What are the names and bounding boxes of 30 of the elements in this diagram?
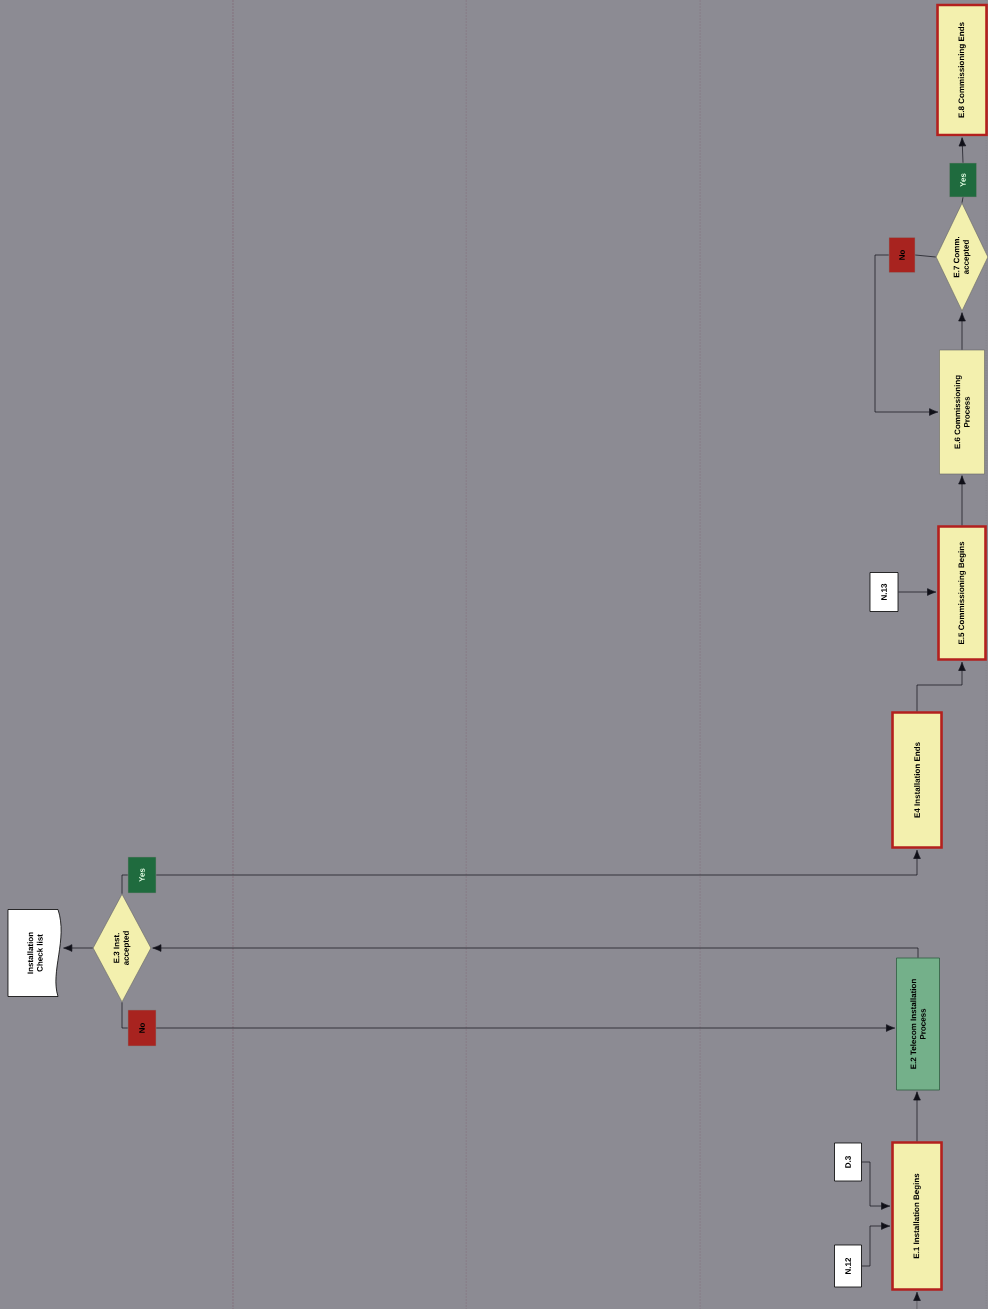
connector-line — [914, 254, 937, 258]
arrow — [155, 1024, 896, 1032]
terminal-box: E.8 Commissioning Ends — [936, 3, 988, 137]
yes-tag: Yes — [127, 856, 157, 894]
arrow — [958, 137, 967, 164]
no-tag: No — [127, 1009, 157, 1047]
reference-box: N.12 — [834, 1244, 862, 1288]
terminal-box: E4 Installation Ends — [891, 711, 943, 849]
arrow — [63, 944, 94, 952]
process-box: E.2 Telecom Installation Process — [896, 957, 940, 1091]
connector-line — [121, 1001, 129, 1029]
arrow — [861, 1161, 891, 1210]
connector-line — [121, 874, 129, 895]
arrow — [874, 254, 939, 416]
terminal-box: E.1 Installation Begins — [891, 1141, 943, 1291]
arrow — [913, 1091, 921, 1142]
reference-box: D.3 — [834, 1142, 862, 1182]
terminal-box: E.5 Commissioning Begins — [937, 525, 987, 661]
arrow — [898, 588, 937, 596]
arrow — [155, 849, 921, 876]
arrow — [152, 944, 919, 958]
process-box: E.6 Commissioning Process — [939, 349, 985, 475]
yes-tag: Yes — [949, 162, 977, 198]
connector-line — [961, 196, 964, 204]
no-tag: No — [888, 237, 916, 273]
arrow — [958, 312, 966, 351]
arrow — [958, 475, 966, 526]
reference-box: N.13 — [869, 572, 899, 612]
arrow — [916, 661, 966, 712]
arrow — [861, 1222, 891, 1267]
